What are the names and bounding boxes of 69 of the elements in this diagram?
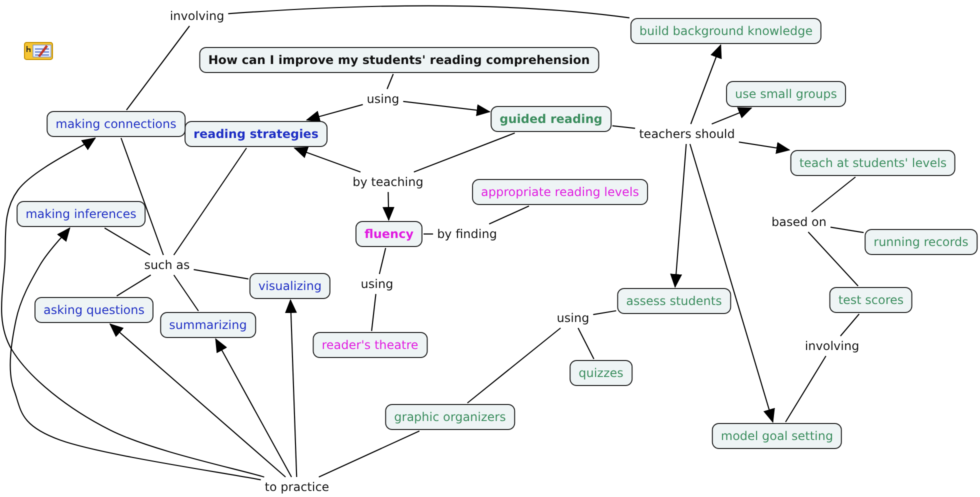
- linking-phrase: to practice: [262, 478, 332, 496]
- concept-box: teach at students' levels: [790, 150, 956, 176]
- connector-line: [104, 228, 150, 256]
- concept-box: reading strategies: [184, 121, 328, 147]
- connector-line: [318, 430, 420, 478]
- connector-line: [126, 26, 190, 110]
- connector-line: [414, 132, 515, 173]
- connector-line: [785, 356, 826, 422]
- arrow: [284, 299, 298, 478]
- linking-phrase: by finding: [434, 225, 500, 243]
- arrow: [109, 323, 286, 478]
- arrow: [403, 100, 491, 116]
- connector-line: [194, 269, 248, 280]
- concept-box: reader's theatre: [312, 332, 428, 358]
- arrow: [712, 107, 752, 125]
- arrow: [306, 104, 363, 122]
- concept-box: making inferences: [16, 201, 146, 227]
- connector-line: [173, 148, 247, 256]
- concept-box: build background knowledge: [630, 18, 822, 44]
- connector-line: [120, 138, 164, 256]
- arrow: [690, 44, 722, 124]
- arrow: [215, 338, 292, 478]
- connector-line: [811, 176, 856, 212]
- concept-box: running records: [864, 229, 978, 255]
- connector-line: [371, 294, 376, 332]
- concept-box: asking questions: [34, 297, 154, 323]
- arrow: [382, 192, 394, 221]
- concept-box: appropriate reading levels: [472, 179, 648, 205]
- linking-phrase: teachers should: [636, 125, 738, 143]
- connector-line: [467, 328, 561, 404]
- concept-box: making connections: [46, 111, 186, 137]
- connector-line: [116, 274, 152, 296]
- connector-line: [612, 125, 636, 129]
- concept-box: quizzes: [570, 360, 632, 386]
- linking-phrase: such as: [141, 256, 193, 274]
- connector-line: [424, 233, 434, 235]
- arrow: [294, 146, 361, 173]
- arrow: [10, 227, 261, 480]
- concept-box: assess students: [617, 288, 731, 314]
- arrow: [670, 144, 687, 288]
- concept-box: test scores: [829, 287, 913, 313]
- connector-line: [830, 226, 864, 234]
- linking-phrase: using: [358, 275, 396, 293]
- linking-phrase: involving: [166, 7, 228, 25]
- arrow: [689, 144, 775, 423]
- arrow: [738, 142, 790, 154]
- concept-box: fluency: [355, 221, 423, 247]
- connector-line: [228, 5, 630, 18]
- linking-phrase: based on: [768, 213, 830, 231]
- connector-line: [593, 310, 616, 316]
- connector-line: [840, 314, 860, 336]
- connector-line: [808, 232, 858, 286]
- concept-box: guided reading: [490, 106, 612, 132]
- concept-box: How can I improve my students' reading comprehension: [199, 47, 599, 73]
- connector-line: [578, 328, 594, 360]
- concept-box: visualizing: [249, 273, 331, 299]
- connector-line: [378, 248, 386, 274]
- connector-line: [386, 74, 394, 90]
- linking-phrase: using: [554, 309, 592, 327]
- linking-phrase: by teaching: [350, 173, 426, 191]
- connector-line: [488, 206, 530, 224]
- arrow: [1, 137, 264, 478]
- connector-line: [173, 274, 199, 312]
- concept-box: use small groups: [726, 81, 846, 107]
- linking-phrase: using: [364, 90, 402, 108]
- concept-box: summarizing: [160, 312, 256, 338]
- concept-box: graphic organizers: [385, 404, 515, 430]
- concept-box: model goal setting: [712, 423, 842, 449]
- linking-phrase: involving: [802, 337, 862, 355]
